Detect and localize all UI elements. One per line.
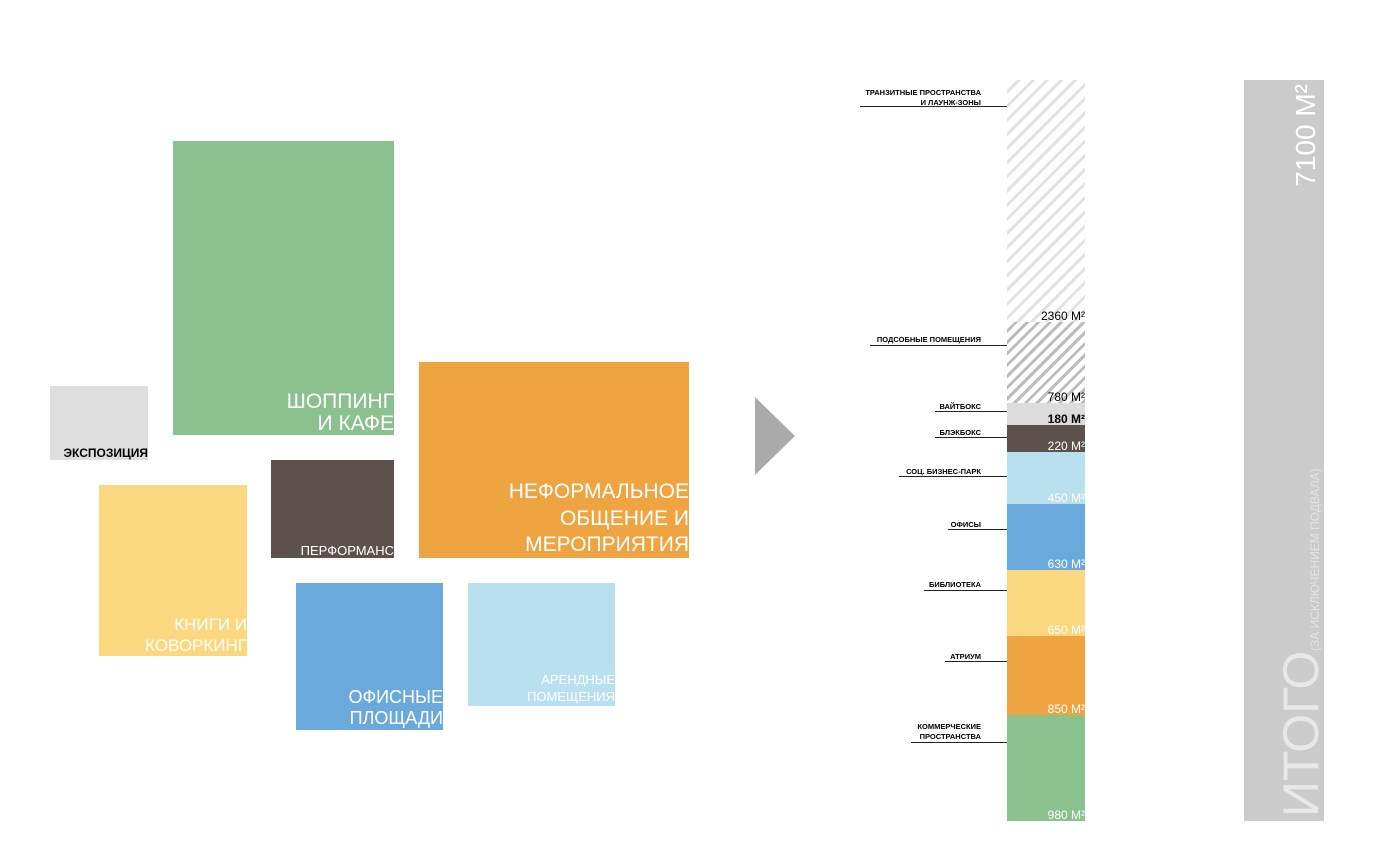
segment-transit: 2360 М² — [1007, 80, 1085, 322]
segment-atrium: 850 М² — [1007, 636, 1085, 715]
block-rental: АРЕНДНЫЕ ПОМЕЩЕНИЯ — [468, 583, 615, 706]
total-value: 7100 М² — [1290, 84, 1321, 187]
block-shopping: ШОППИНГ И КАФЕ — [173, 141, 394, 435]
block-label: ШОППИНГ И КАФЕ — [286, 389, 394, 435]
block-books: КНИГИ И КОВОРКИНГ — [99, 485, 247, 656]
label-utility: ПОДСОБНЫЕ ПОМЕЩЕНИЯ — [876, 335, 981, 344]
segment-whitebox: 180 М² — [1007, 403, 1085, 425]
leader-line — [860, 106, 1007, 107]
segment-offices: 630 М² — [1007, 504, 1085, 570]
block-label: АРЕНДНЫЕ ПОМЕЩЕНИЯ — [527, 672, 615, 705]
block-label: КНИГИ И КОВОРКИНГ — [145, 615, 247, 655]
block-label: НЕФОРМАЛЬНОЕ ОБЩЕНИЕ И МЕРОПРИЯТИЯ — [508, 480, 689, 556]
block-label: ПЕРФОРМАНС — [300, 543, 394, 559]
segment-utility: 780 М² — [1007, 322, 1085, 403]
label-business-park: СОЦ. БИЗНЕС-ПАРК — [906, 467, 981, 476]
total-note: (ЗА ИСКЛЮЧЕНИЕМ ПОДВАЛА) — [1308, 468, 1322, 651]
leader-line — [899, 476, 1007, 477]
segment-business-park: 450 М² — [1007, 452, 1085, 504]
leader-line — [911, 742, 1007, 743]
block-offices: ОФИСНЫЕ ПЛОЩАДИ — [296, 583, 443, 730]
block-performance: ПЕРФОРМАНС — [271, 460, 394, 558]
label-transit: ТРАНЗИТНЫЕ ПРОСТРАНСТВА И ЛАУНЖ-ЗОНЫ — [865, 88, 981, 108]
leader-line — [945, 661, 1007, 662]
block-label: ЭКСПОЗИЦИЯ — [63, 446, 149, 461]
leader-line — [924, 590, 1007, 591]
label-library: БИБЛИОТЕКА — [928, 580, 981, 589]
arrow-right-icon — [755, 397, 795, 475]
leader-line — [935, 437, 1007, 438]
label-commercial: КОММЕРЧЕСКИЕ ПРОСТРАНСТВА — [917, 722, 981, 742]
total-bar: ИТОГО (ЗА ИСКЛЮЧЕНИЕМ ПОДВАЛА) 7100 М² — [1244, 80, 1329, 821]
label-atrium: АТРИУМ — [950, 652, 981, 661]
leader-line — [948, 529, 1007, 530]
leader-line — [870, 345, 1007, 346]
label-whitebox: ВАЙТБОКС — [939, 402, 981, 411]
block-informal: НЕФОРМАЛЬНОЕ ОБЩЕНИЕ И МЕРОПРИЯТИЯ — [419, 362, 689, 558]
label-blackbox: БЛЭКБОКС — [939, 428, 982, 437]
block-exposition: ЭКСПОЗИЦИЯ — [50, 386, 148, 460]
label-offices: ОФИСЫ — [950, 520, 981, 529]
block-label: ОФИСНЫЕ ПЛОЩАДИ — [348, 686, 443, 729]
total-label: ИТОГО — [1273, 650, 1329, 817]
leader-line — [935, 411, 1007, 412]
segment-library: 650 М² — [1007, 570, 1085, 636]
segment-commercial: 980 М² — [1007, 715, 1085, 821]
segment-blackbox: 220 М² — [1007, 425, 1085, 452]
